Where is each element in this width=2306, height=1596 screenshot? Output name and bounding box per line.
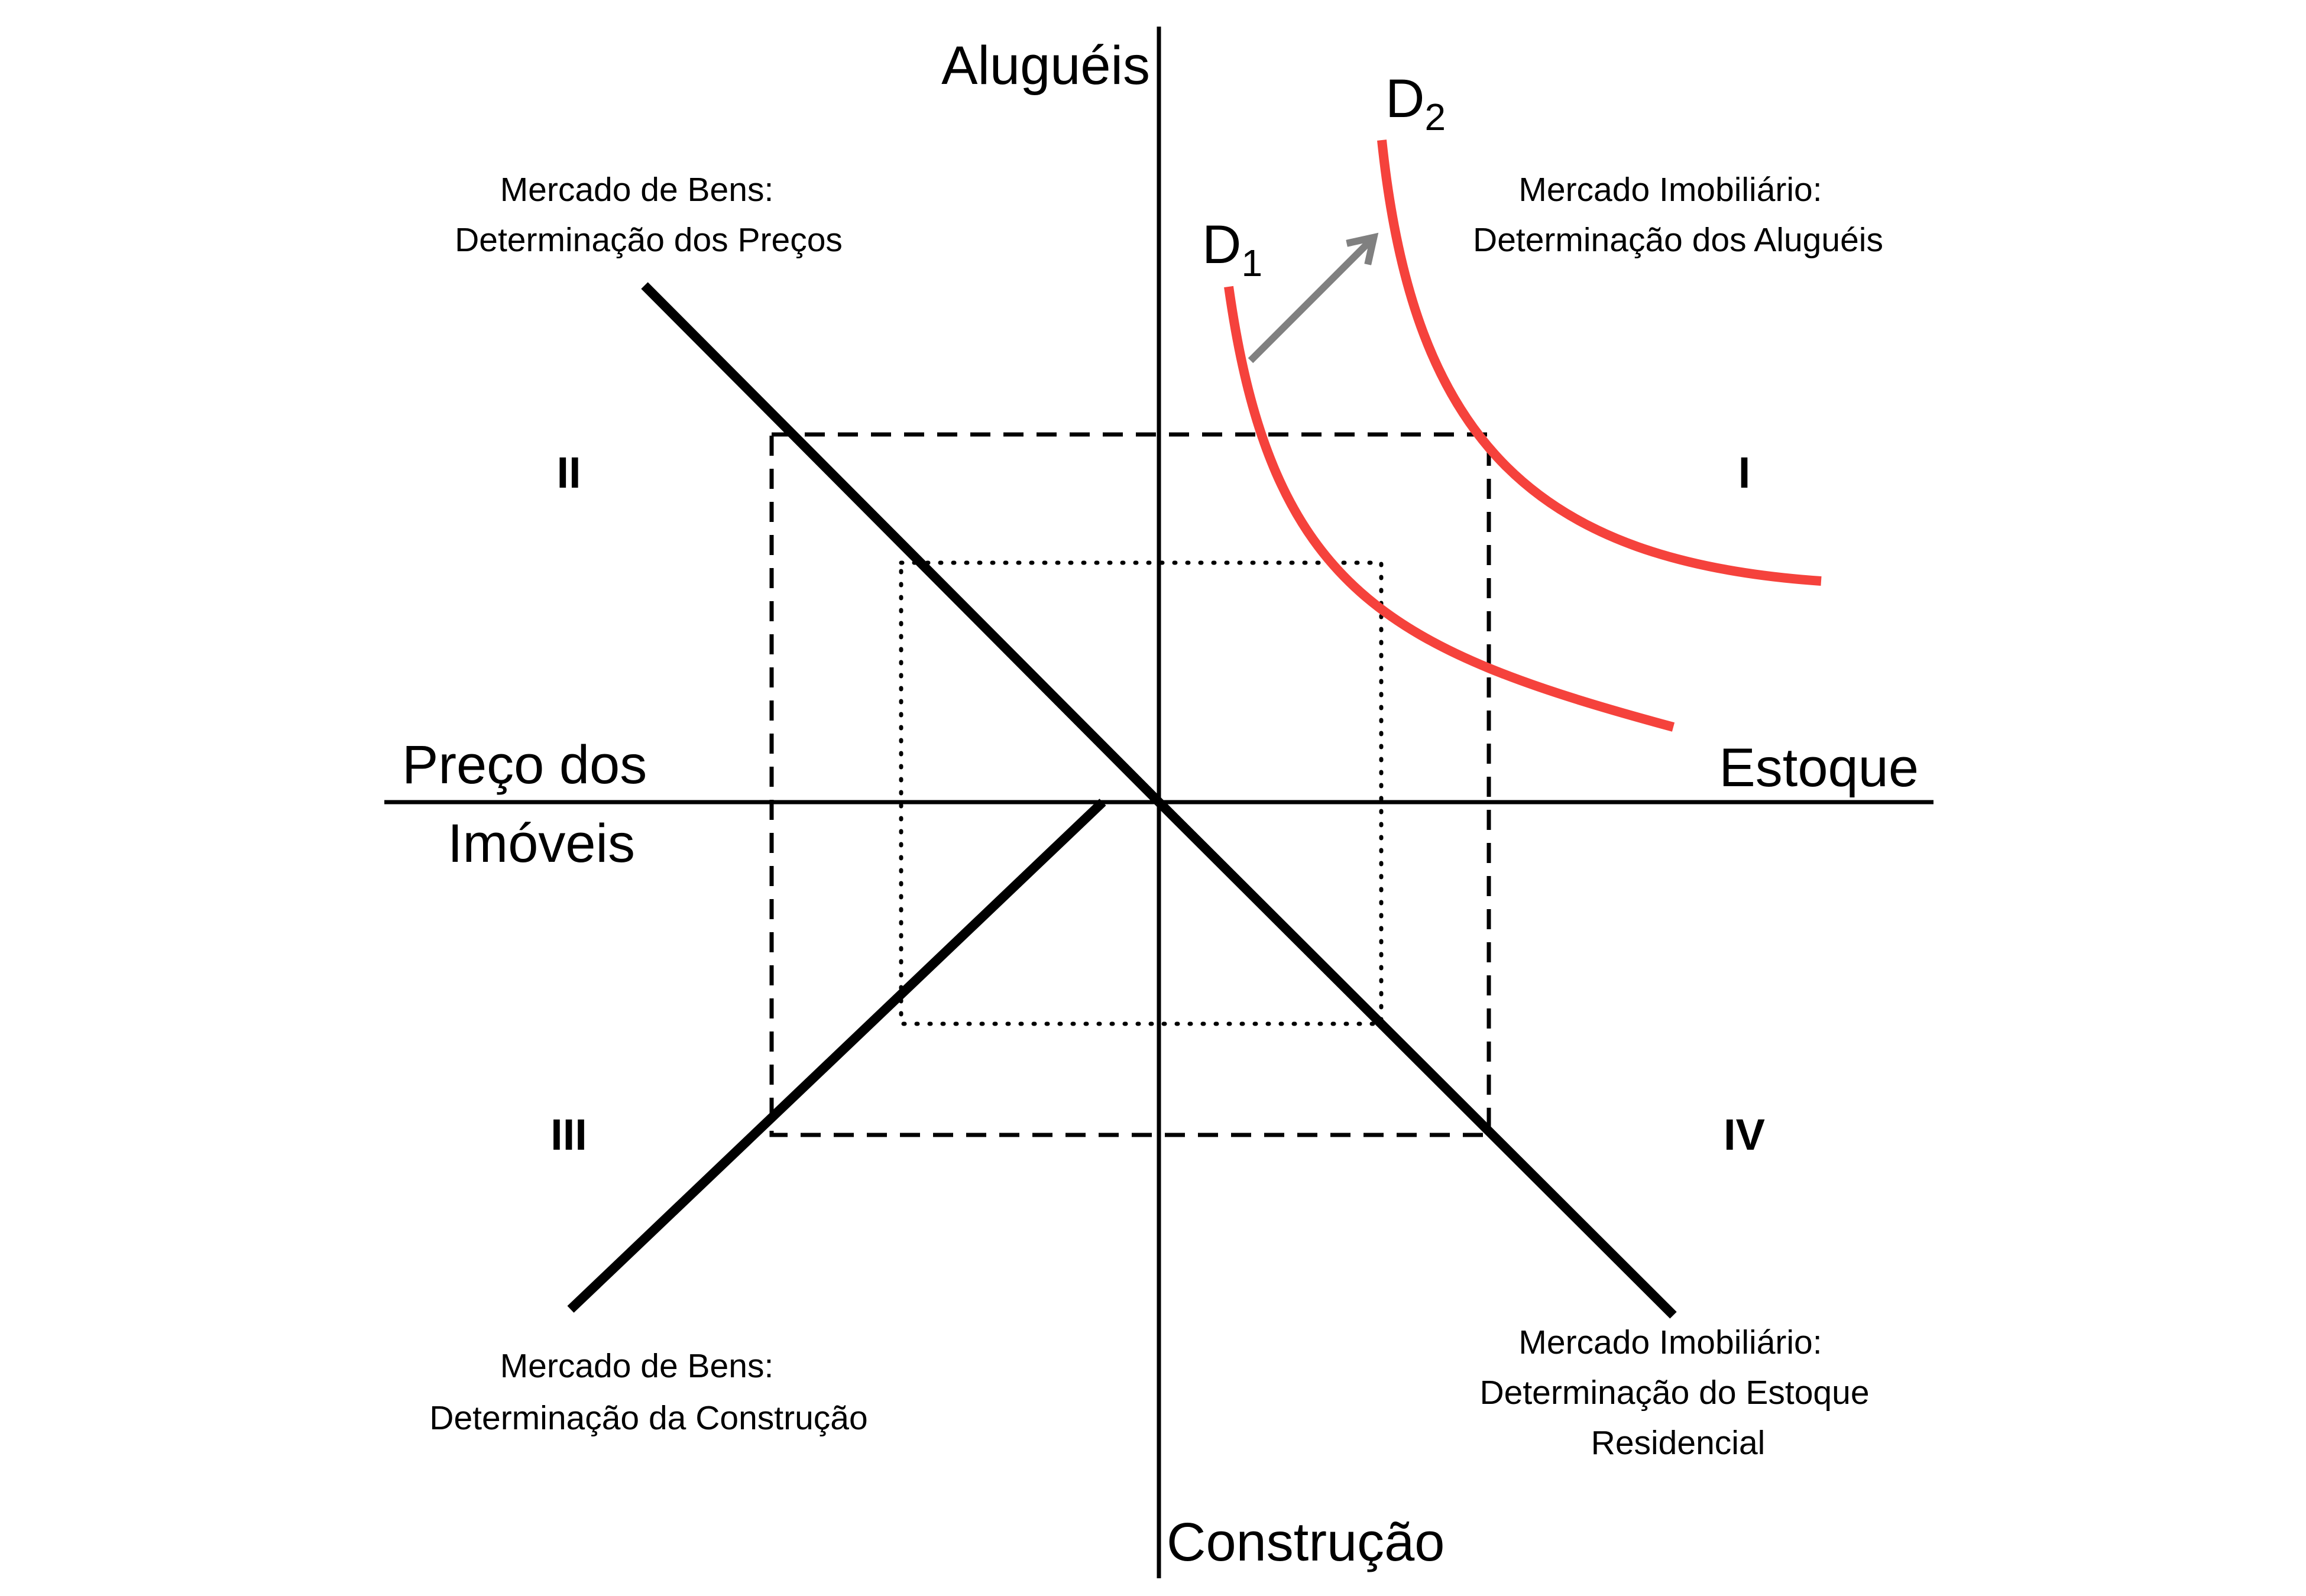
quadrant-iv-description-line3: Residencial: [1591, 1424, 1766, 1462]
quadrant-numeral-i: I: [1738, 448, 1751, 497]
quadrant-numeral-iv: IV: [1724, 1110, 1765, 1159]
stock-determination-line: [1155, 799, 1677, 1319]
demand-shift-arrow: [1248, 239, 1372, 364]
axis-label-bottom: Construção: [1167, 1512, 1445, 1572]
curve-label-d2-subscript: 2: [1424, 96, 1446, 138]
construction-determination-line: [567, 799, 1106, 1313]
equilibrium-rectangle-dashed: [769, 432, 1491, 1137]
quadrant-i-description-line2: Determinação dos Aluguéis: [1473, 221, 1883, 259]
quadrant-iii-description-line2: Determinação da Construção: [429, 1399, 867, 1437]
demand-curve-d1: [1224, 286, 1675, 732]
curve-label-d1: D1: [1202, 215, 1262, 284]
quadrant-numeral-ii: II: [556, 448, 581, 497]
quadrant-i-description-line1: Mercado Imobiliário:: [1518, 171, 1822, 209]
axis-label-top: Aluguéis: [941, 35, 1150, 96]
curve-label-d2: D2: [1385, 69, 1446, 138]
axis-label-left-line2: Imóveis: [448, 813, 635, 874]
quadrant-iii-description-line1: Mercado de Bens:: [500, 1347, 774, 1385]
quadrant-ii-description-line1: Mercado de Bens:: [500, 171, 774, 209]
quadrant-ii-description-line2: Determinação dos Preços: [455, 221, 843, 259]
curve-label-d2-letter: D: [1385, 69, 1424, 129]
axis-label-left-line1: Preço dos: [402, 735, 647, 795]
axis-label-right: Estoque: [1719, 738, 1919, 798]
curve-label-d1-letter: D: [1202, 215, 1241, 275]
curve-label-d1-subscript: 1: [1241, 242, 1262, 284]
demand-curve-d2: [1377, 140, 1822, 586]
price-determination-line: [641, 282, 1162, 806]
quadrant-iv-description-line1: Mercado Imobiliário:: [1518, 1323, 1822, 1361]
quadrant-numeral-iii: III: [550, 1110, 587, 1159]
equilibrium-rectangle-dotted: [899, 560, 1384, 1026]
quadrant-iv-description-line2: Determinação do Estoque: [1479, 1374, 1869, 1412]
